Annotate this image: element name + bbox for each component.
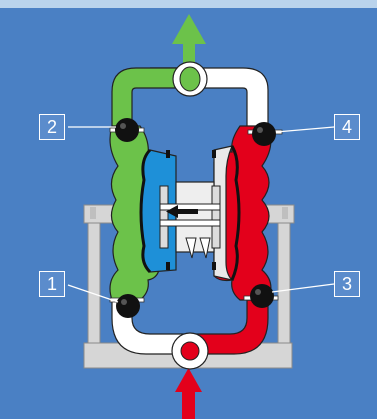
valve-label-1: 1 (39, 271, 65, 297)
ball-valve-2 (109, 118, 145, 142)
ball-valve-1 (109, 294, 145, 318)
discharge-manifold (111, 61, 269, 129)
leader-lines (67, 126, 335, 303)
valve-label-2: 2 (39, 114, 65, 140)
diaphragm-bolts (166, 150, 216, 270)
ball-valve-4 (247, 122, 283, 146)
top-strip (0, 0, 377, 8)
suction-manifold (111, 299, 269, 370)
valve-label-4: 4 (334, 114, 360, 140)
shaft-direction-arrow (166, 205, 198, 218)
ball-valve-3 (243, 284, 279, 308)
center-section (159, 181, 221, 259)
inlet-arrow (175, 368, 202, 419)
valve-label-3: 3 (334, 271, 360, 297)
